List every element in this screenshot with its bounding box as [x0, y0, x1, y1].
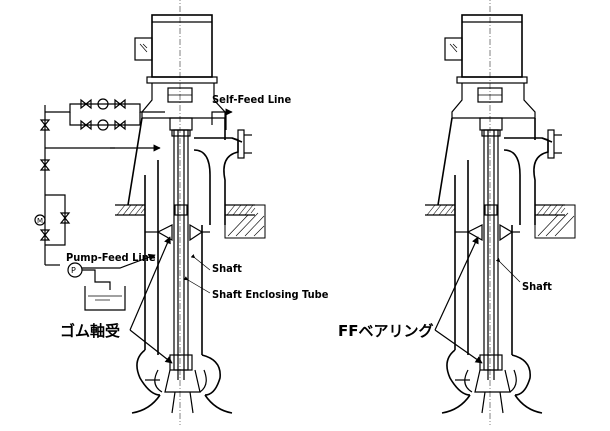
left-pump-diagram: M P Self-Feed Line Pump-Feed Line Shaft …	[34, 0, 329, 426]
self-feed-line	[211, 108, 233, 130]
pump-symbol: P	[71, 266, 76, 275]
motor-valve-symbol: M	[37, 217, 43, 225]
ff-bearing-label: FFベアリング	[338, 322, 434, 340]
left-pipe-network: M P	[34, 98, 165, 311]
right-shaft-label: Shaft	[522, 280, 552, 293]
shaft-enclosing-tube-label: Shaft Enclosing Tube	[212, 288, 329, 301]
rubber-bearing-label: ゴム軸受	[60, 322, 120, 340]
pump-feed-line-label: Pump-Feed Line	[66, 251, 156, 264]
right-pump-diagram: Shaft FFベアリング	[338, 0, 576, 426]
left-shaft-label: Shaft	[212, 262, 242, 275]
left-leaders	[129, 236, 211, 364]
right-floor	[424, 204, 576, 239]
self-feed-line-label: Self-Feed Line	[212, 93, 291, 106]
left-floor	[114, 204, 266, 239]
right-leaders	[434, 236, 521, 364]
